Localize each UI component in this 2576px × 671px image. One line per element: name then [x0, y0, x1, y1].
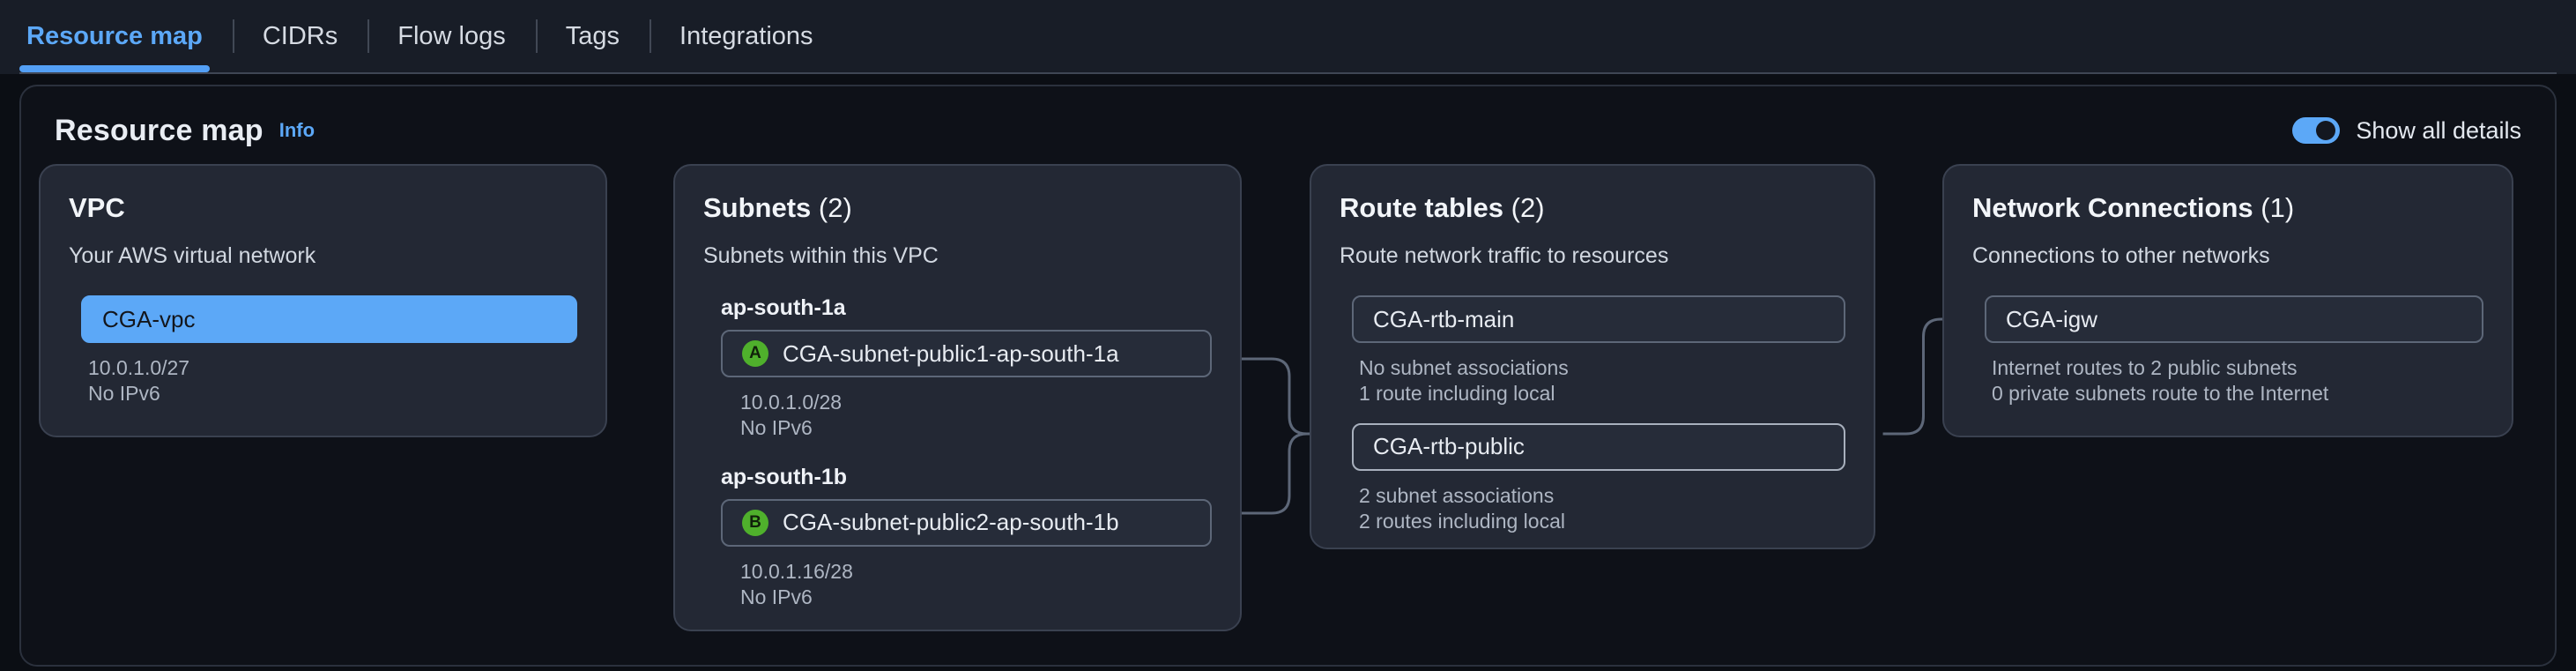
resource-meta-rtb-public: 2 subnet associations 2 routes including… — [1359, 483, 1845, 535]
meta-line: No IPv6 — [740, 585, 813, 609]
resource-name: CGA-subnet-public2-ap-south-1b — [783, 509, 1119, 536]
resource-pill-rtb-main[interactable]: CGA-rtb-main — [1352, 295, 1845, 343]
toggle-track[interactable] — [2292, 117, 2341, 144]
resource-pill-subnet-public2[interactable]: B CGA-subnet-public2-ap-south-1b — [721, 498, 1212, 547]
meta-line: 0 private subnets route to the Internet — [1992, 382, 2329, 406]
resource-pill-rtb-public[interactable]: CGA-rtb-public — [1352, 422, 1845, 471]
meta-line: No IPv6 — [88, 382, 160, 406]
card-title-network-connections: Network Connections (1) — [1972, 192, 2295, 223]
meta-line: 1 route including local — [1359, 382, 1555, 406]
resource-map-canvas: VPC Your AWS virtual network CGA-vpc 10.… — [21, 152, 2555, 645]
show-all-details-toggle[interactable]: Show all details — [2292, 117, 2521, 145]
resource-meta-vpc: 10.0.1.0/27 No IPv6 — [88, 355, 577, 407]
card-title-route-tables: Route tables (2) — [1340, 192, 1545, 223]
card-route-tables: Route tables (2) Route network traffic t… — [1310, 164, 1875, 549]
meta-line: 10.0.1.16/28 — [740, 559, 853, 583]
meta-line: 10.0.1.0/27 — [88, 356, 190, 379]
panel-header: Resource map Info Show all details — [21, 86, 2555, 152]
resource-name: CGA-subnet-public1-ap-south-1a — [783, 339, 1119, 367]
card-title-subnets: Subnets (2) — [703, 192, 852, 223]
resource-map-panel: Resource map Info Show all details VPC Y… — [19, 85, 2557, 667]
resource-name: CGA-vpc — [102, 305, 196, 332]
card-subtitle-vpc: Your AWS virtual network — [69, 243, 316, 268]
tab-tags[interactable]: Tags — [535, 0, 650, 72]
meta-line: 2 subnet associations — [1359, 483, 1555, 507]
tab-label: Resource map — [26, 21, 203, 50]
meta-line: 2 routes including local — [1359, 510, 1565, 533]
meta-line: No IPv6 — [740, 416, 813, 440]
card-subtitle-route-tables: Route network traffic to resources — [1340, 243, 1669, 268]
page-title: Resource map — [55, 113, 264, 147]
az-badge-b: B — [742, 509, 768, 536]
meta-line: Internet routes to 2 public subnets — [1992, 356, 2298, 379]
toggle-knob — [2316, 121, 2336, 140]
active-tab-underline — [19, 65, 210, 72]
tab-bar: Resource map CIDRs Flow logs Tags Integr… — [0, 0, 2576, 74]
resource-meta-subnet-public1: 10.0.1.0/28 No IPv6 — [740, 390, 1212, 442]
tab-integrations[interactable]: Integrations — [650, 0, 843, 72]
tab-label: Tags — [565, 21, 620, 50]
resource-meta-subnet-public2: 10.0.1.16/28 No IPv6 — [740, 559, 1212, 611]
info-link[interactable]: Info — [278, 119, 316, 141]
resource-pill-igw[interactable]: CGA-igw — [1985, 295, 2483, 343]
meta-line: No subnet associations — [1359, 356, 1569, 379]
toggle-label: Show all details — [2356, 116, 2521, 144]
tab-flow-logs[interactable]: Flow logs — [367, 0, 536, 72]
tab-label: CIDRs — [262, 21, 338, 50]
resource-pill-cga-vpc[interactable]: CGA-vpc — [81, 295, 577, 343]
resource-pill-subnet-public1[interactable]: A CGA-subnet-public1-ap-south-1a — [721, 330, 1212, 377]
resource-meta-rtb-main: No subnet associations 1 route including… — [1359, 355, 1845, 407]
meta-line: 10.0.1.0/28 — [740, 391, 843, 414]
tab-label: Integrations — [679, 21, 813, 50]
card-subtitle-subnets: Subnets within this VPC — [703, 243, 939, 268]
card-subtitle-network-connections: Connections to other networks — [1972, 243, 2270, 268]
card-title-vpc: VPC — [69, 192, 125, 223]
tab-label: Flow logs — [397, 21, 506, 50]
tab-cidrs[interactable]: CIDRs — [232, 0, 367, 72]
card-network-connections: Network Connections (1) Connections to o… — [1942, 164, 2513, 437]
az-label-ap-south-1a: ap-south-1a — [721, 295, 846, 320]
resource-name: CGA-igw — [2006, 305, 2098, 332]
resource-name: CGA-rtb-public — [1373, 433, 1525, 460]
resource-name: CGA-rtb-main — [1373, 305, 1515, 332]
card-subnets: Subnets (2) Subnets within this VPC ap-s… — [673, 164, 1242, 631]
tab-resource-map[interactable]: Resource map — [19, 0, 233, 72]
card-vpc: VPC Your AWS virtual network CGA-vpc 10.… — [39, 164, 607, 437]
resource-meta-igw: Internet routes to 2 public subnets 0 pr… — [1992, 355, 2483, 407]
az-badge-a: A — [742, 340, 768, 367]
az-label-ap-south-1b: ap-south-1b — [721, 464, 848, 489]
